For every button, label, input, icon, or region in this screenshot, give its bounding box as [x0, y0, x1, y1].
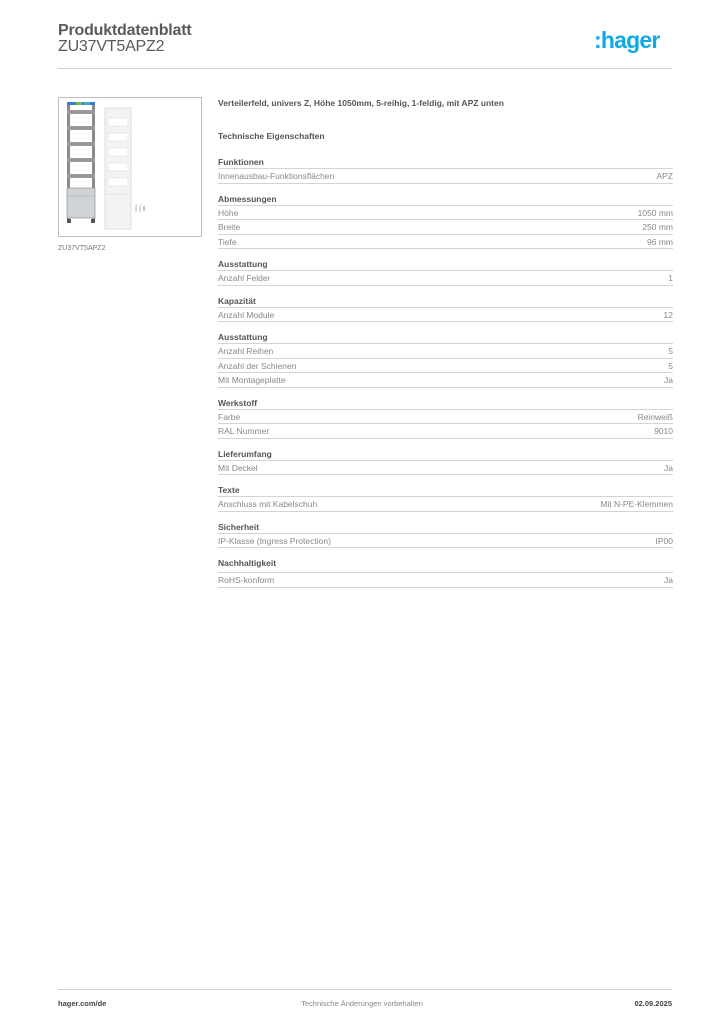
spec-row: Mit Deckel Ja — [218, 461, 673, 475]
spec-row: RAL Nummer 9010 — [218, 424, 673, 439]
spec-row: Anzahl Module 12 — [218, 308, 673, 322]
spec-value: 1 — [668, 273, 673, 283]
spec-label: Mit Deckel — [218, 462, 258, 473]
section-ausstattung: Ausstattung Anzahl Felder 1 — [218, 258, 673, 286]
section-heading: Texte — [218, 484, 673, 497]
distribution-panel-illustration — [66, 102, 145, 230]
spec-value: Ja — [664, 375, 673, 385]
spec-value: 1050 mm — [637, 207, 673, 218]
spec-row: Innenausbau-Funktionsflächen APZ — [218, 169, 673, 184]
spec-row: RoHS-konform Ja — [218, 573, 673, 588]
spec-value: Ja — [664, 575, 673, 585]
spec-row: Anzahl der Schienen 5 — [218, 359, 673, 373]
section-heading: Lieferumfang — [218, 448, 673, 461]
section-heading: Sicherheit — [218, 521, 673, 534]
spec-row: IP-Klasse (Ingress Protection) IP00 — [218, 534, 674, 548]
footer-date: 02.09.2025 — [634, 999, 672, 1008]
spec-value: 5 — [668, 360, 673, 371]
section-abmessungen: Abmessungen Höhe 1050 mm Breite 250 mm Tie… — [218, 193, 673, 249]
spec-value: 96 mm — [647, 236, 673, 247]
section-heading: Nachhaltigkeit — [218, 557, 673, 573]
section-texte: Texte Anschluss mit Kabelschuh Mit N-PE-K… — [218, 484, 673, 512]
spec-value: 12 — [663, 309, 673, 320]
spec-row: Anschluss mit Kabelschuh Mit N-PE-Klemmen — [218, 497, 673, 512]
spec-label: Anzahl der Schienen — [218, 360, 297, 371]
section-sicherheit: Sicherheit IP-Klasse (Ingress Protection… — [218, 521, 674, 548]
section-heading: Abmessungen — [218, 193, 673, 206]
footer-notice: Technische Änderungen vorbehalten — [301, 999, 423, 1008]
spec-row: Höhe 1050 mm — [218, 206, 673, 220]
footer-divider — [58, 989, 672, 990]
tech-properties-heading: Technische Eigenschaften — [218, 131, 325, 141]
hager-logo[interactable]: :hager — [594, 27, 660, 53]
spec-label: Anzahl Module — [218, 309, 275, 320]
image-caption: ZU37VT5APZ2 — [58, 245, 106, 252]
spec-label: IP-Klasse (Ingress Protection) — [218, 535, 331, 546]
spec-value: 5 — [668, 346, 673, 356]
spec-label: Breite — [218, 222, 241, 232]
spec-label: Anzahl Reihen — [218, 346, 274, 356]
spec-value: Reinweiß — [637, 411, 673, 422]
product-description: Verteilerfeld, univers Z, Höhe 1050mm, 5… — [218, 98, 504, 108]
spec-value: 9010 — [654, 426, 673, 436]
section-ausstattung-2: Ausstattung Anzahl Reihen 5 Anzahl der Sc… — [218, 331, 673, 388]
header-divider — [58, 68, 672, 69]
section-nachhaltigkeit: Nachhaltigkeit RoHS-konform Ja — [218, 557, 673, 588]
section-heading: Kapazität — [218, 295, 673, 308]
spec-label: Innenausbau-Funktionsflächen — [218, 171, 335, 181]
spec-label: Mit Montageplatte — [218, 375, 286, 385]
section-heading: Ausstattung — [218, 258, 673, 271]
article-number: ZU37VT5APZ2 — [58, 38, 165, 55]
spec-row: Anzahl Felder 1 — [218, 271, 673, 286]
section-werkstoff: Werkstoff Farbe Reinweiß RAL Nummer 9010 — [218, 397, 673, 439]
section-lieferumfang: Lieferumfang Mit Deckel Ja — [218, 448, 673, 475]
spec-label: Tiefe — [218, 236, 237, 247]
footer-website-link[interactable]: hager.com/de — [58, 999, 107, 1008]
spec-row: Tiefe 96 mm — [218, 235, 673, 249]
spec-value: 250 mm — [642, 222, 673, 232]
section-funktionen: Funktionen Innenausbau-Funktionsflächen A… — [218, 156, 673, 184]
product-image — [58, 97, 202, 237]
section-kapazitaet: Kapazität Anzahl Module 12 — [218, 295, 673, 322]
spec-label: Anschluss mit Kabelschuh — [218, 499, 318, 509]
spec-label: RoHS-konform — [218, 575, 275, 585]
spec-value: IP00 — [655, 535, 674, 546]
spec-label: Farbe — [218, 411, 241, 422]
section-heading: Funktionen — [218, 156, 673, 169]
spec-label: Anzahl Felder — [218, 273, 271, 283]
spec-label: Höhe — [218, 207, 239, 218]
spec-label: RAL Nummer — [218, 426, 270, 436]
section-heading: Ausstattung — [218, 331, 673, 344]
spec-value: APZ — [656, 171, 673, 181]
spec-row: Breite 250 mm — [218, 220, 673, 235]
spec-row: Anzahl Reihen 5 — [218, 344, 673, 359]
spec-value: Ja — [664, 462, 673, 473]
spec-value: Mit N-PE-Klemmen — [600, 499, 673, 509]
spec-row: Mit Montageplatte Ja — [218, 373, 673, 388]
spec-row: Farbe Reinweiß — [218, 410, 673, 424]
page-title: Produktdatenblatt — [58, 22, 192, 39]
section-heading: Werkstoff — [218, 397, 673, 410]
